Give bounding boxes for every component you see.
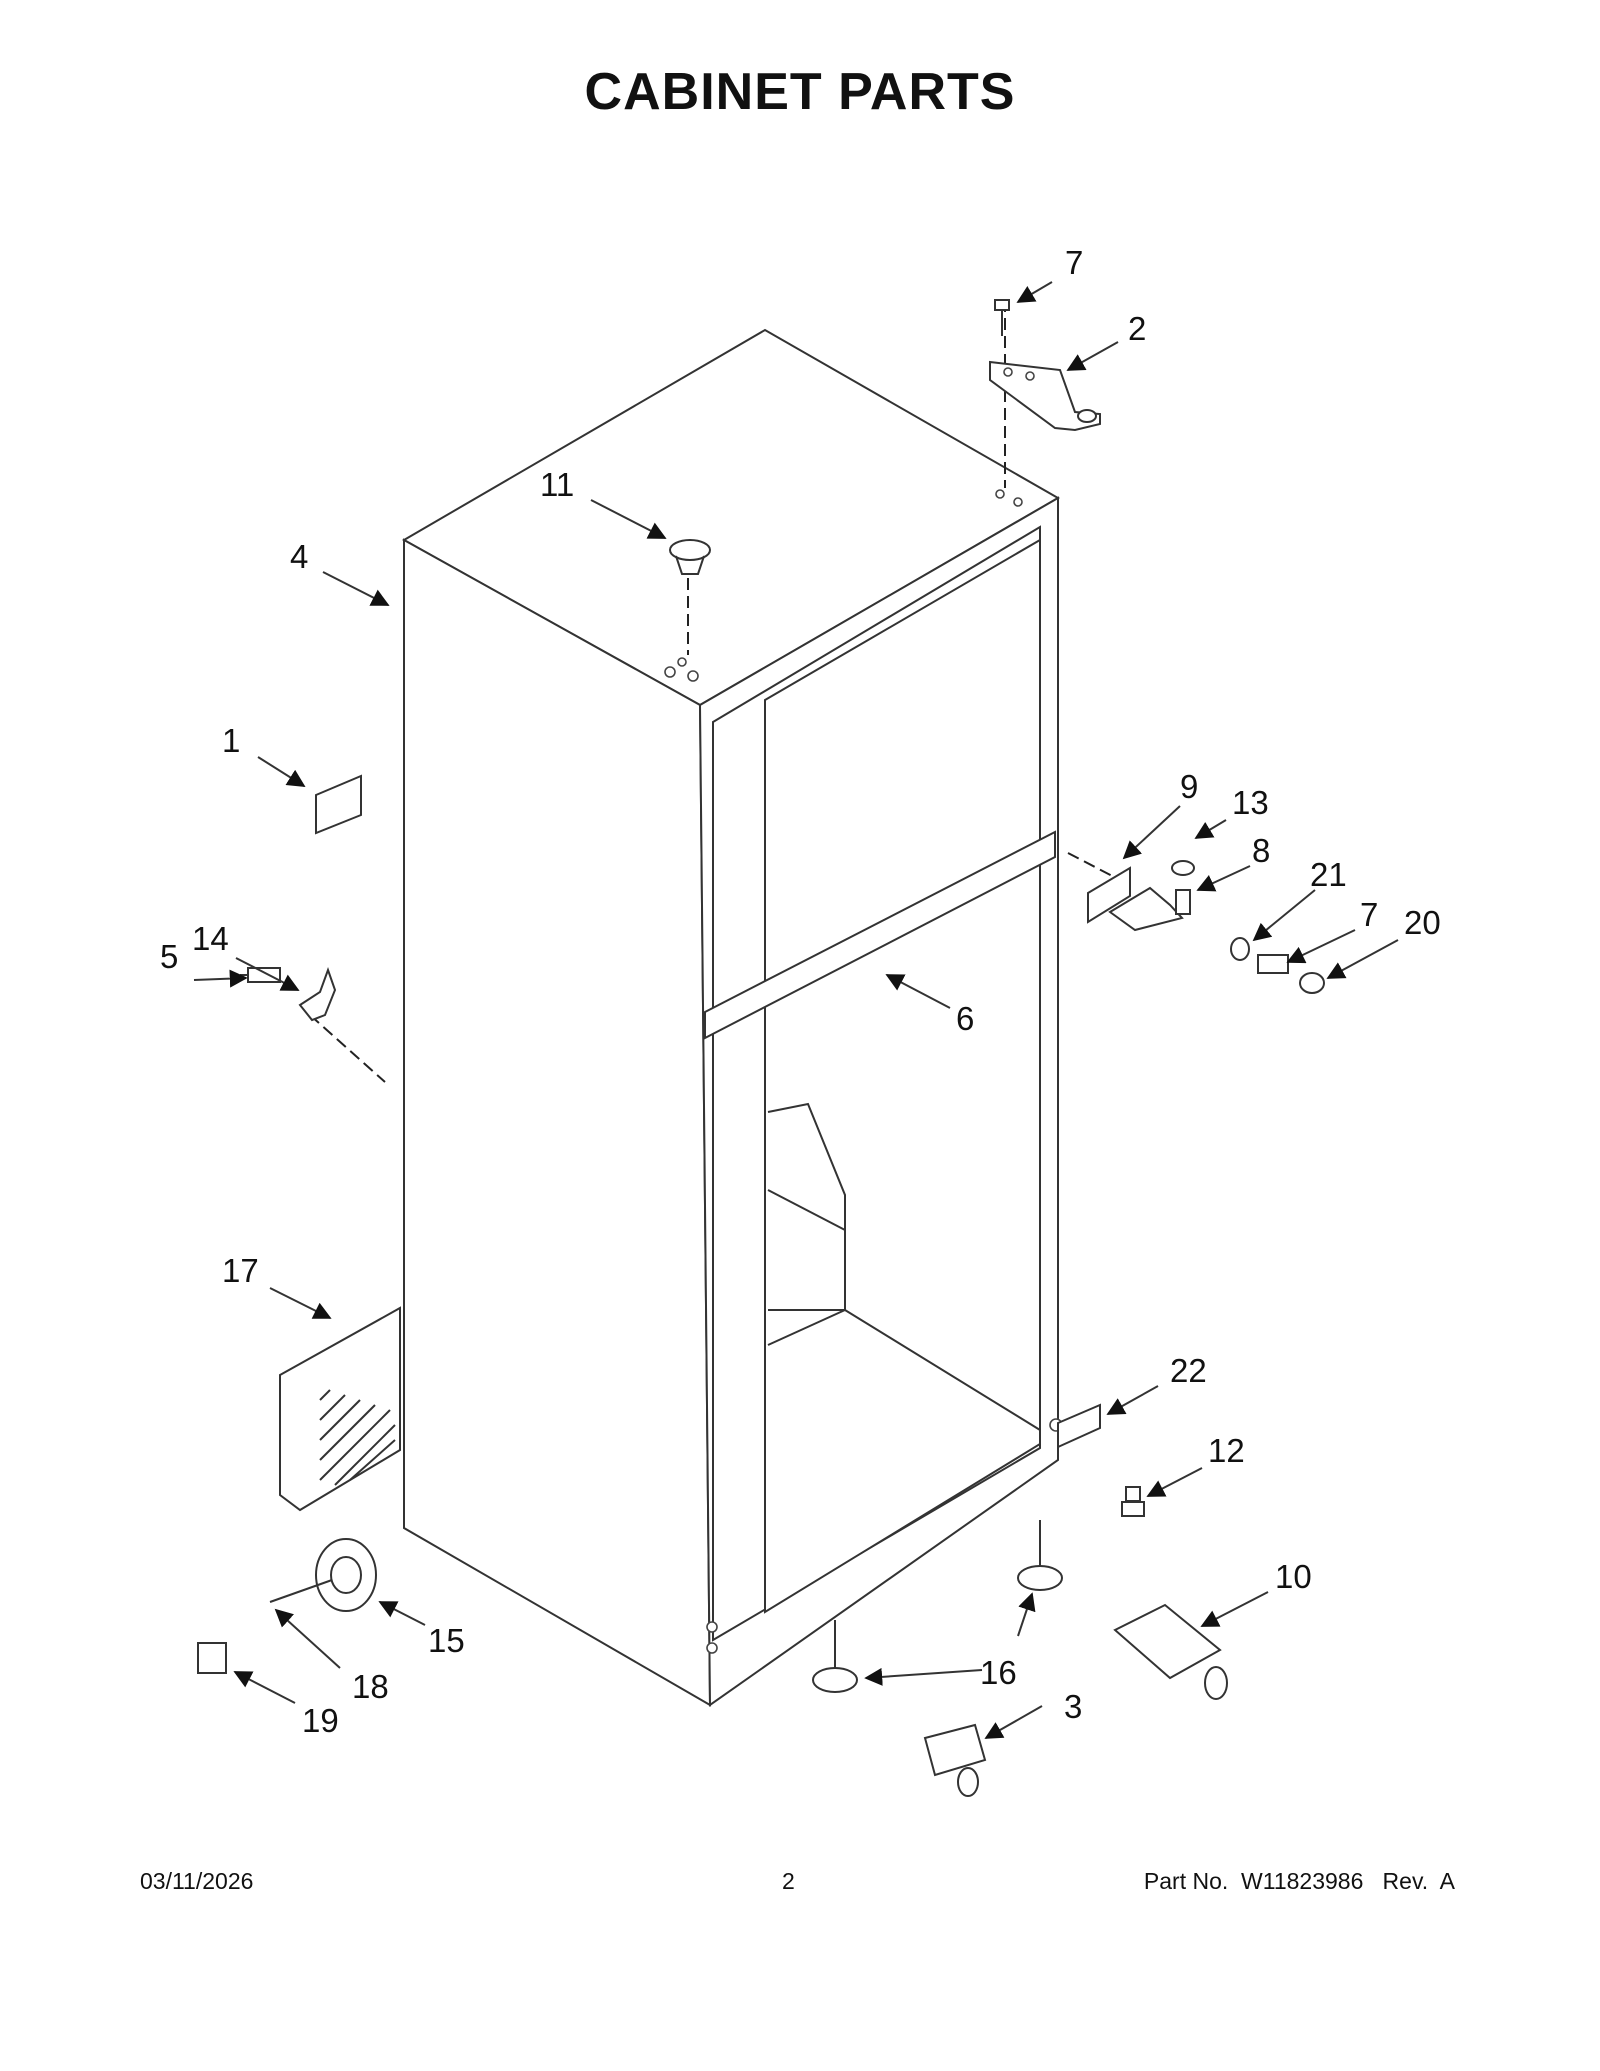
hinge-screw-part-7 [994,299,1010,336]
callout-21: 21 [1310,856,1347,893]
hinge-pin-part-8 [1175,889,1191,915]
washer-part-21 [1230,937,1250,961]
callout-2: 2 [1128,310,1146,347]
screw-part-12 [1121,1486,1145,1517]
callout-6: 6 [956,1000,974,1037]
callout-1: 1 [222,722,240,759]
callout-9: 9 [1180,768,1198,805]
axle-part-18 [269,1579,333,1603]
callout-10: 10 [1275,1558,1312,1595]
callout-20: 20 [1404,904,1441,941]
callout-15: 15 [428,1622,465,1659]
leader-arrows [193,281,1399,1739]
bracket-part-1 [315,774,362,835]
cap-part-20 [1299,972,1325,994]
callout-11: 11 [540,466,574,503]
plate-part-22 [1057,1403,1101,1449]
callout-22: 22 [1170,1352,1207,1389]
footer-part-number: Part No. W11823986 Rev. A [1143,1868,1455,1894]
callout-16: 16 [980,1654,1017,1691]
callout-13: 13 [1232,784,1269,821]
screw-part-7b [1257,954,1289,974]
callout-4: 4 [290,538,308,575]
rear-roller-part-10 [1113,1603,1228,1700]
callout-14: 14 [192,920,229,957]
callout-labels: 7 2 11 4 1 5 14 6 9 13 8 21 7 20 22 12 1… [160,244,1441,1739]
washer-part-13 [1171,860,1195,876]
hinge-shim-part-9 [1087,866,1131,924]
callout-18: 18 [352,1668,389,1705]
cabinet-body [401,328,1063,1707]
left-hinge-part-14 [298,967,337,1022]
callout-8: 8 [1252,832,1270,869]
toe-grille-part-17 [279,1306,401,1512]
wheel-part-15 [315,1538,377,1612]
callout-7b: 7 [1360,896,1378,933]
callout-17: 17 [222,1252,259,1289]
center-rail [704,830,1056,1040]
center-hinge-parts [1087,860,1325,994]
callout-7a: 7 [1065,244,1083,281]
cap-part-19 [197,1642,227,1674]
page-title: CABINET PARTS [584,63,1016,121]
leveling-leg-part-16 [812,1520,1063,1693]
callout-19: 19 [302,1702,339,1739]
callout-3: 3 [1064,1688,1082,1725]
footer-page-number: 2 [782,1868,795,1894]
front-roller-part-3 [923,1723,987,1797]
top-hinge-part-2 [989,360,1101,432]
callout-12: 12 [1208,1432,1245,1469]
callout-5: 5 [160,938,178,975]
top-plug-part-11 [669,539,711,575]
footer-date: 03/11/2026 [140,1868,254,1894]
